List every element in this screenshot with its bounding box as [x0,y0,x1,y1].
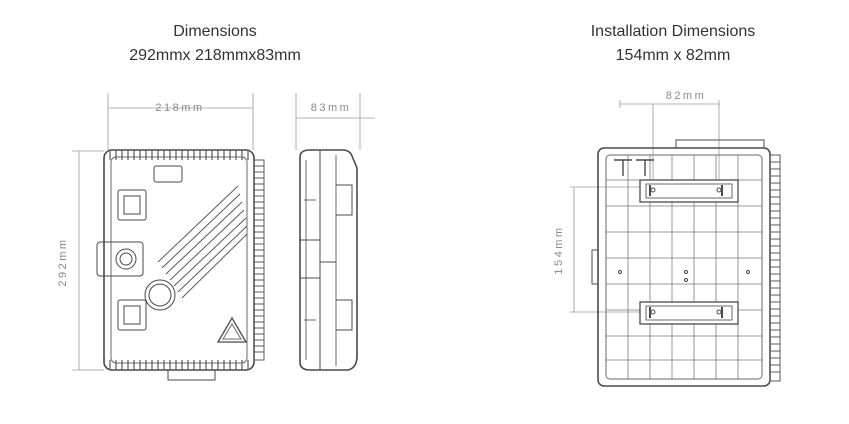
dimensions-title: Dimensions [173,23,257,40]
right-caption: Installation Dimensions 154mm x 82mm [548,20,798,68]
install-vertical-label: 154mm [553,225,565,274]
installation-subtitle: 154mm x 82mm [615,47,731,64]
front-view [72,93,265,381]
install-horizontal-label: 82mm [666,90,707,102]
installation-view [570,100,781,387]
height-dimension-label: 292mm [57,237,69,286]
side-dimension-lines [295,93,375,150]
dimensions-subtitle: 292mmx 218mmx83mm [129,47,301,64]
installation-title: Installation Dimensions [590,23,756,40]
width-dimension-label: 218mm [155,102,204,114]
front-dimension-lines [72,93,254,371]
depth-dimension-label: 83mm [311,102,352,114]
side-view [295,93,375,371]
left-caption: Dimensions 292mmx 218mmx83mm [90,20,340,68]
